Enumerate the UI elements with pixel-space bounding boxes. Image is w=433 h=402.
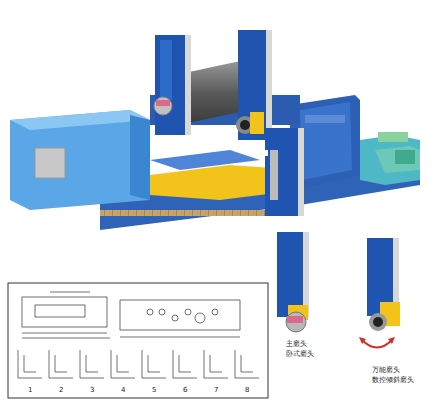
callout-number: 1 <box>28 386 32 394</box>
process-sketch <box>80 350 104 378</box>
callout-number: 3 <box>90 386 94 394</box>
head-label: 数控倾斜磨头 <box>372 376 414 384</box>
callout-number: 4 <box>121 386 125 394</box>
head-label: 主磨头 <box>286 340 307 348</box>
callout-number: 8 <box>245 386 249 394</box>
process-sketch <box>235 350 259 378</box>
process-sketch <box>111 350 135 378</box>
process-sketch <box>204 350 228 378</box>
head-label: 万能磨头 <box>372 366 400 374</box>
callout-number: 2 <box>59 386 63 394</box>
process-sketch <box>49 350 73 378</box>
head-label: 卧式磨头 <box>286 350 314 358</box>
callout-number: 7 <box>214 386 218 394</box>
process-sketch <box>173 350 197 378</box>
process-sketch <box>142 350 166 378</box>
process-sketch <box>18 350 42 378</box>
callout-number: 5 <box>152 386 156 394</box>
callout-number: 6 <box>183 386 187 394</box>
